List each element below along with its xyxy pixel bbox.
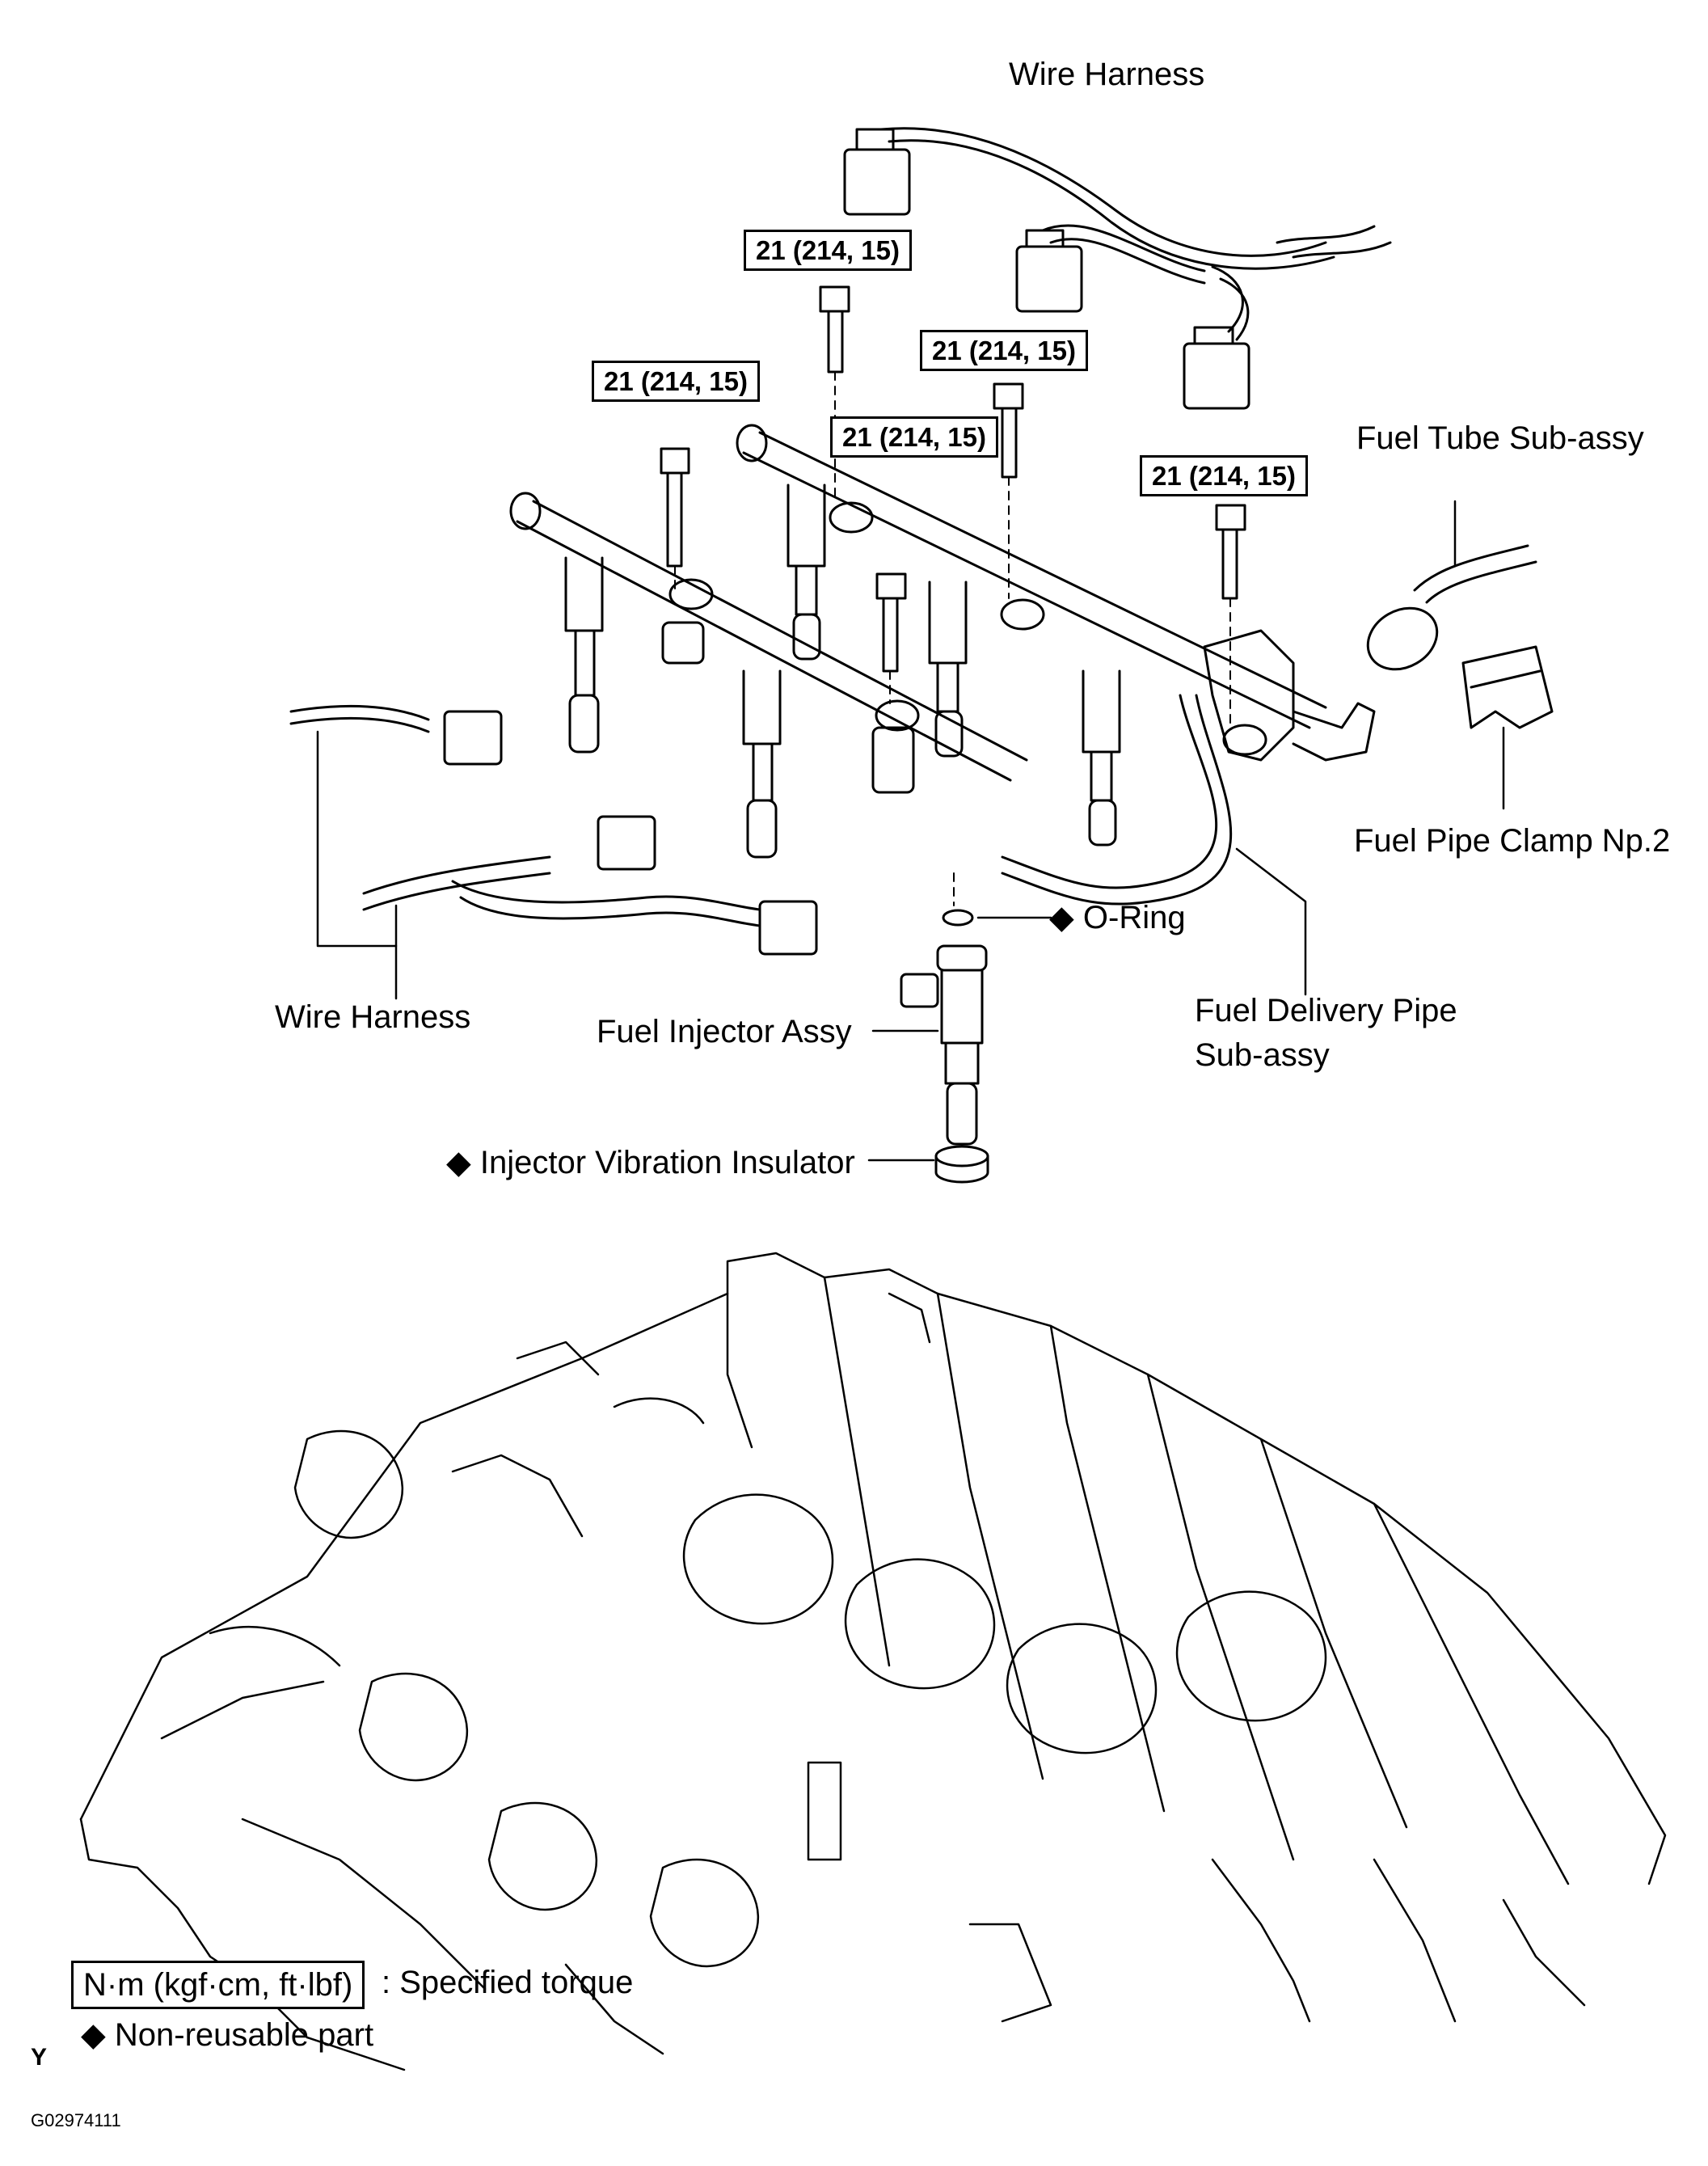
label-wire-harness-left: Wire Harness: [275, 999, 471, 1035]
figure-id: G02974111: [31, 2110, 121, 2130]
label-insulator: ◆ Injector Vibration Insulator: [446, 1146, 855, 1179]
fuel-pipe-clamp: [1461, 645, 1554, 810]
torque-label-1: 21 (214, 15): [744, 230, 912, 271]
bolt-5: [1215, 504, 1246, 728]
legend-unit-box: N·m (kgf·cm, ft·lbf): [71, 1961, 365, 2009]
exploded-injector: [867, 847, 1307, 1184]
torque-label-2: 21 (214, 15): [920, 330, 1088, 371]
fuel-delivery-pipe: [509, 424, 1376, 906]
label-fuel-pipe-clamp: Fuel Pipe Clamp Np.2: [1354, 823, 1671, 859]
diamond-icon: ◆: [446, 1145, 471, 1180]
engine-block: [79, 1252, 1667, 2071]
torque-label-4: 21 (214, 15): [830, 416, 998, 458]
label-wire-harness-top: Wire Harness: [1009, 57, 1205, 92]
insulator-text: Injector Vibration Insulator: [479, 1145, 855, 1180]
nonreusable-text: Non-reusable part: [114, 2017, 374, 2053]
fuel-tube: [1366, 500, 1537, 671]
legend-nonreusable: ◆ Non-reusable part: [81, 2019, 373, 2051]
label-fuel-delivery-2: Sub-assy: [1195, 1037, 1330, 1073]
bolt-3: [993, 382, 1024, 599]
torque-label-3: 21 (214, 15): [592, 361, 760, 402]
label-o-ring: ◆ O-Ring: [1049, 901, 1186, 934]
o-ring-text: O-Ring: [1082, 900, 1186, 935]
legend-unit-desc: : Specified torque: [382, 1965, 634, 2000]
label-fuel-injector: Fuel Injector Assy: [597, 1014, 852, 1049]
diamond-icon: ◆: [1049, 900, 1074, 935]
torque-label-5: 21 (214, 15): [1140, 455, 1308, 496]
label-fuel-delivery-1: Fuel Delivery Pipe: [1195, 993, 1457, 1028]
rail-injectors: [564, 483, 1121, 859]
corner-letter: Y: [31, 2044, 48, 2071]
top-wire-harness: [843, 127, 1392, 410]
bolt-2: [660, 447, 690, 591]
left-wire-harness: [289, 704, 818, 1000]
label-fuel-tube: Fuel Tube Sub-assy: [1356, 420, 1644, 456]
diamond-icon: ◆: [81, 2017, 106, 2053]
